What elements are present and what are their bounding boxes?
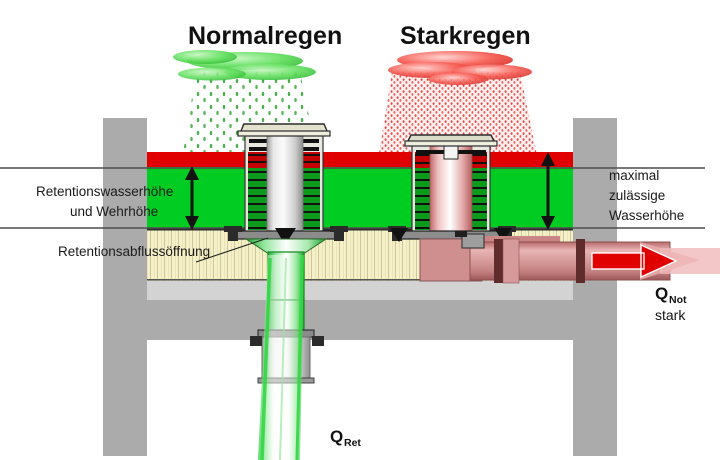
label-max-line2: zulässige [609,188,665,203]
retention-outflow-jet [258,255,304,460]
retention-height-arrow [185,166,199,230]
label-retention-outlet: Retentionsabflussöffnung [58,244,210,259]
label-q-not-stark: stark [655,307,686,323]
label-q-ret-subscript: Ret [344,437,361,449]
label-q-not-subscript: Not [669,294,687,306]
label-weir-height: und Wehrhöhe [70,204,158,219]
water-layer-emergency [147,152,573,167]
title-heavy-rain: Starkregen [400,22,531,50]
max-water-height-arrow [541,152,555,230]
label-max-line1: maximal [609,168,659,183]
water-layer-retention [147,167,573,228]
concrete-structure [103,118,617,456]
reference-lines [0,167,705,229]
cloud-heavy-rain [388,51,532,85]
label-max-line3: Wasserhöhe [609,208,684,223]
cloud-normal-rain [173,50,316,81]
emergency-flow-arrow [591,243,678,279]
outlet-leader-line [195,237,269,263]
flange-bolts-left [224,226,348,241]
lateral-connector [455,231,485,249]
label-q-not-symbol: Q [655,284,668,303]
label-q-ret-symbol: Q [330,427,343,446]
water-body [147,152,573,228]
label-retention-water-height: Retentionswasserhöhe [36,184,173,199]
shaft-heavy-rain [388,134,516,282]
title-normal-rain: Normalregen [188,22,342,50]
emergency-outflow-pipe [469,236,720,284]
